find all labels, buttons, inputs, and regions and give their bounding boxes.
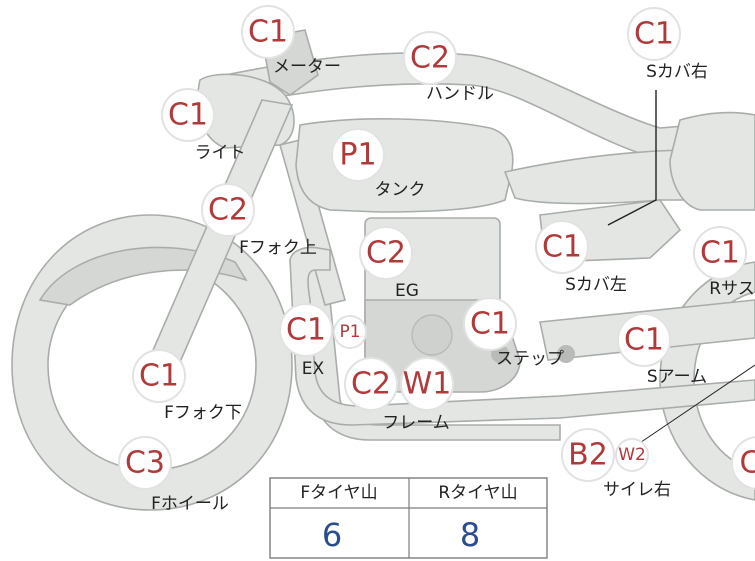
badge-step: C1 ステップ [463,297,564,369]
motorcycle-silhouette [11,29,755,511]
badge-silencer-right: B2 W2 サイレ右 [561,428,671,500]
code-f-fork-upper: C2 [208,193,248,228]
code-f-fork-lower: C1 [139,359,179,394]
badge-r-wheel: C [731,436,755,490]
label-f-fork-upper: Fフォク上 [239,238,317,258]
label-engine: EG [395,281,419,301]
leader-line-silencer [621,364,755,456]
value-rear-tire-tread: 8 [460,516,480,554]
badge-f-wheel: C3 Fホイール [118,436,229,514]
badge-meter: C1 メーター [241,5,341,77]
rear-body [669,111,755,211]
label-s-cover-left: Sカバ左 [565,275,627,295]
engine-cover [411,314,453,356]
label-step: ステップ [496,349,564,369]
label-f-wheel: Fホイール [151,494,229,514]
code-light: C1 [168,98,208,133]
header-rear-tire-tread: Rタイヤ山 [438,483,517,503]
badge-exhaust: C1 P1 EX [279,303,367,379]
header-front-tire-tread: Fタイヤ山 [300,483,377,503]
badge-s-arm: C1 Sアーム [617,313,707,387]
code-f-wheel: C3 [125,446,165,481]
code-handle: C2 [410,41,450,76]
label-s-cover-right: Sカバ右 [646,62,708,82]
label-tank: タンク [375,180,426,200]
code-engine: C2 [366,236,406,271]
code-s-cover-right: C1 [634,17,674,52]
badge-s-cover-right: C1 Sカバ右 [627,7,708,82]
label-meter: メーター [273,57,341,77]
code-exhaust-extra: P1 [339,322,360,342]
label-r-sus: Rサス [709,279,754,299]
badge-engine: C2 EG [359,226,419,301]
top-frame-rail [224,52,755,159]
code-tank: P1 [339,138,376,173]
code-silencer-right: B2 [568,438,608,473]
code-r-wheel: C [740,446,755,481]
badge-handle: C2 ハンドル [403,31,494,104]
label-f-fork-lower: Fフォク下 [164,403,242,423]
exhaust-pipe [289,246,755,426]
code-silencer-right-extra: W2 [618,445,646,465]
badge-f-fork-upper: C2 Fフォク上 [201,183,317,258]
code-step: C1 [470,307,510,342]
badge-tank: P1 タンク [331,128,426,200]
label-exhaust: EX [302,359,325,379]
code-s-arm: C1 [624,323,664,358]
code-meter: C1 [248,15,288,50]
tire-tread-table: Fタイヤ山 Rタイヤ山 6 8 [269,477,548,559]
code-frame: C2 [351,367,391,402]
label-frame: フレーム [382,413,450,433]
label-silencer-right: サイレ右 [603,480,671,500]
value-front-tire-tread: 6 [322,516,342,554]
code-exhaust: C1 [286,313,326,348]
badge-f-fork-lower: C1 Fフォク下 [132,349,242,423]
step-peg-2 [557,345,575,363]
badge-s-cover-left: C1 Sカバ左 [535,220,627,295]
code-frame-extra: W1 [403,367,452,402]
code-s-cover-left: C1 [542,230,582,265]
code-r-sus: C1 [700,236,740,271]
label-light: ライト [195,143,246,163]
badge-r-sus: C1 Rサス [693,226,755,299]
label-s-arm: Sアーム [647,367,707,387]
label-handle: ハンドル [426,84,494,104]
part-badges: C1 メーター C2 ハンドル C1 Sカバ右 C1 ライト P1 タンク C2… [118,5,755,514]
leader-line-s-cover-right [607,90,657,226]
badge-frame: C2 W1 フレーム [344,357,454,433]
badge-light: C1 ライト [161,88,246,163]
